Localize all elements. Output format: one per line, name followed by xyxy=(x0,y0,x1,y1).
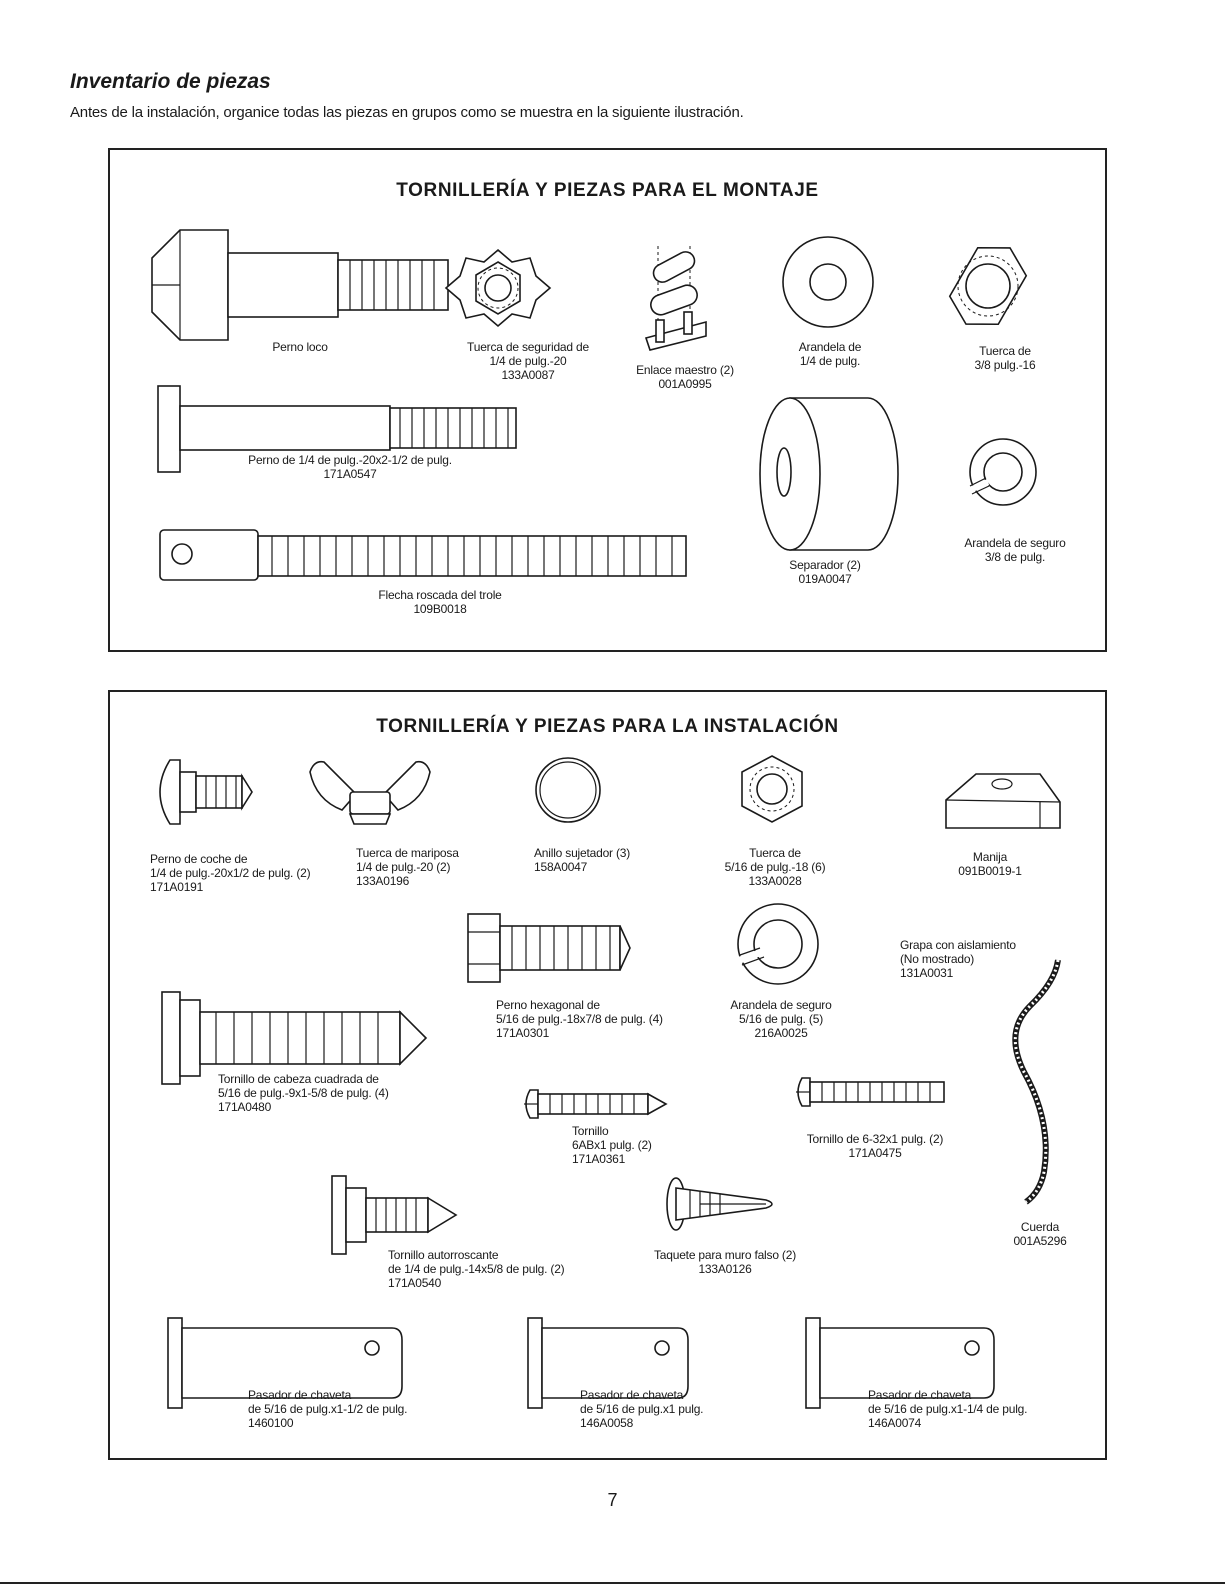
wing-nut-drawing xyxy=(309,760,431,825)
nut-five-sixteenths-drawing xyxy=(741,755,803,823)
mounting-panel-title: TORNILLERÍA Y PIEZAS PARA EL MONTAJE xyxy=(396,180,819,201)
part-label-insulated-staple: Grapa con aislamiento(No mostrado)131A00… xyxy=(900,938,1016,980)
lock-washer-three-eighths-drawing xyxy=(968,438,1037,506)
part-label-spacer: Separador (2)019A0047 xyxy=(789,558,861,586)
threaded-shaft-drawing xyxy=(159,529,687,581)
intro-text: Antes de la instalación, organice todas … xyxy=(70,104,744,121)
screw-6ab-drawing xyxy=(524,1089,668,1119)
nut-three-eighths-drawing xyxy=(948,246,1028,326)
clevis-pin-2-drawing xyxy=(527,1317,689,1409)
page-number: 7 xyxy=(607,1490,618,1510)
installation-hardware-panel: TORNILLERÍA Y PIEZAS PARA LA INSTALACIÓN xyxy=(108,690,1107,1460)
lag-screw-drawing xyxy=(161,991,428,1085)
carriage-bolt-drawing xyxy=(159,759,253,825)
retaining-ring-drawing xyxy=(535,757,601,823)
washer-quarter-drawing xyxy=(782,236,874,328)
part-label-master-link: Enlace maestro (2)001A0995 xyxy=(636,363,734,391)
part-label-idler-bolt: Perno loco xyxy=(272,340,328,354)
part-label-screw-6-32: Tornillo de 6-32x1 pulg. (2)171A0475 xyxy=(806,1132,944,1160)
bottom-rule xyxy=(0,1582,1225,1584)
installation-parts-drawing xyxy=(159,755,1061,1409)
installation-panel-title: TORNILLERÍA Y PIEZAS PARA LA INSTALACIÓN xyxy=(376,716,839,737)
mounting-hardware-panel: TORNILLERÍA Y PIEZAS PARA EL MONTAJE xyxy=(108,148,1107,652)
clevis-pin-1-drawing xyxy=(167,1317,403,1409)
clevis-pin-3-drawing xyxy=(805,1317,995,1409)
part-label-drywall-anchor: Taquete para muro falso (2)133A0126 xyxy=(653,1248,796,1276)
lock-nut-drawing xyxy=(444,248,552,328)
part-label-bolt-quarter: Perno de 1/4 de pulg.-20x2-1/2 de pulg.1… xyxy=(248,453,452,481)
mounting-parts-drawing xyxy=(151,229,1037,581)
master-link-drawing xyxy=(644,246,707,351)
self-tapping-screw-drawing xyxy=(331,1175,458,1255)
lock-washer-five-sixteenths-drawing xyxy=(737,903,819,985)
bolt-quarter-drawing xyxy=(157,385,517,473)
page-title: Inventario de piezas xyxy=(70,70,271,93)
drywall-anchor-drawing xyxy=(666,1177,773,1231)
spacer-drawing xyxy=(759,397,899,551)
idler-bolt-drawing xyxy=(151,229,449,341)
rope-drawing xyxy=(1012,959,1061,1205)
part-label-retaining-ring: Anillo sujetador (3)158A0047 xyxy=(534,846,631,874)
hex-bolt-drawing xyxy=(467,913,631,983)
screw-6-32-drawing xyxy=(796,1077,945,1107)
handle-drawing xyxy=(945,773,1061,829)
